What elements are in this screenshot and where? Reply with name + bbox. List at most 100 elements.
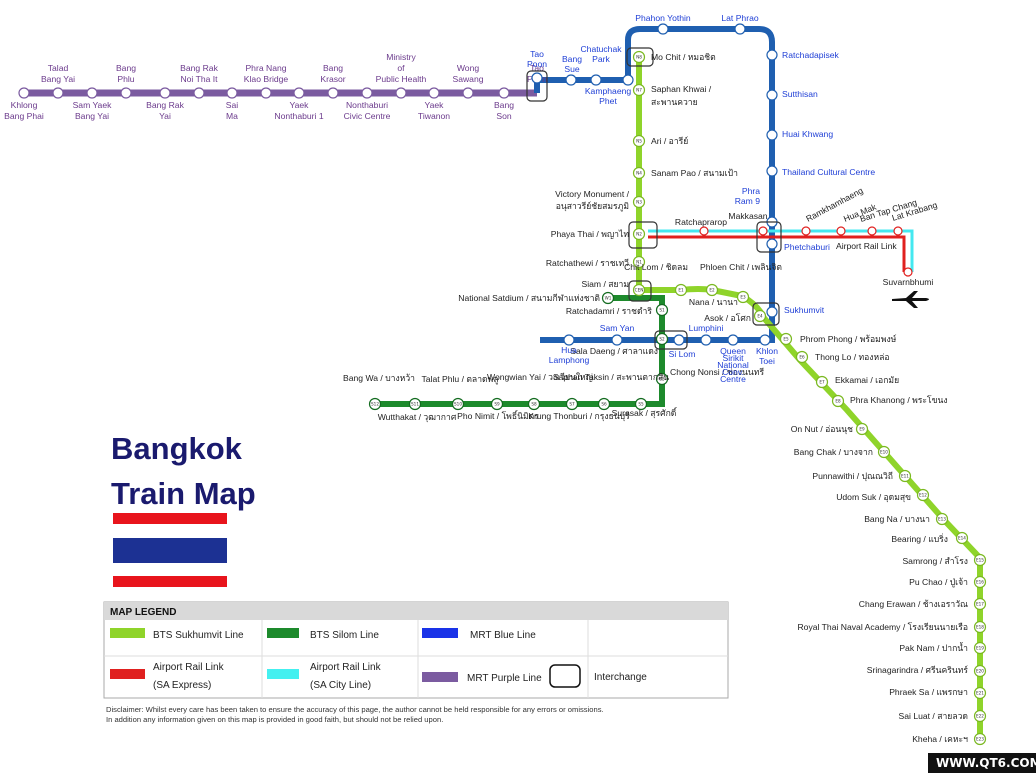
sukhumvit-station-n3-code: N3 bbox=[636, 200, 642, 205]
sukhumvit-station-n5-code: N5 bbox=[636, 139, 642, 144]
sukhumvit-station-e2-code: E2 bbox=[709, 288, 715, 293]
purple-station-label-0-1: Bang Phai bbox=[4, 111, 44, 121]
sukhumvit-station-n7-code: N7 bbox=[636, 88, 642, 93]
silom-label-3: Chong Nonsi / ช่องนนทรี bbox=[670, 367, 764, 377]
silom-station-s2 bbox=[655, 332, 669, 346]
airport-station-2 bbox=[758, 226, 768, 236]
silom-station-s3 bbox=[655, 372, 669, 386]
blue-station-2 bbox=[590, 74, 602, 86]
blue-label-1-0: Bang bbox=[562, 54, 582, 64]
silom-label-5: Saphan Taksin / สะพานตากสิน bbox=[553, 372, 669, 382]
airport-label-1: Ratchaprarop bbox=[675, 217, 727, 227]
sukhumvit-east-label-0: Chit Lom / ชิดลม bbox=[624, 262, 688, 272]
blue-label-13-1: Sirikit bbox=[722, 353, 744, 363]
sukhumvit-east-label-15: Pu Chao / ปู่เจ้า bbox=[909, 577, 968, 588]
sukhumvit-station-cen-code: CEN bbox=[635, 288, 644, 293]
sukhumvit-station-e13-code: E13 bbox=[938, 517, 946, 522]
sukhumvit-station-e12-code: E12 bbox=[919, 493, 927, 498]
sukhumvit-station-e15 bbox=[973, 553, 987, 567]
blue-label-13-3: Conv. bbox=[722, 367, 744, 377]
blue-label-15: Lumphini bbox=[689, 323, 724, 333]
blue-label-4: Phahon Yothin bbox=[635, 13, 691, 23]
legend-label-interchange: Interchange bbox=[594, 672, 647, 683]
sukhumvit-station-e5-code: E5 bbox=[783, 337, 789, 342]
purple-station-14 bbox=[498, 87, 510, 99]
sukhumvit-east-label-16: Chang Erawan / ช้างเอราวัณ bbox=[859, 599, 968, 609]
sukhumvit-station-e11-code: E11 bbox=[901, 474, 909, 479]
sukhumvit-station-n7 bbox=[632, 83, 646, 97]
blue-station-12 bbox=[766, 306, 778, 318]
sukhumvit-east-label-4: Phrom Phong / พร้อมพงษ์ bbox=[800, 334, 897, 344]
interchange-si-lom bbox=[654, 330, 688, 350]
silom-station-s2-code: S2 bbox=[659, 337, 665, 342]
legend-label-airport-express-1: Airport Rail Link bbox=[153, 662, 225, 673]
legend-swatch-blue bbox=[422, 628, 458, 638]
silom-label-11: Bang Wa / บางหว้า bbox=[343, 373, 415, 383]
blue-label-2-0: Chatuchak bbox=[580, 44, 622, 54]
legend-label-purple: MRT Purple Line bbox=[467, 673, 542, 684]
sukhumvit-station-n3 bbox=[632, 195, 646, 209]
purple-station-6 bbox=[226, 87, 238, 99]
sukhumvit-station-n5 bbox=[632, 134, 646, 148]
sukhumvit-station-e1-code: E1 bbox=[678, 288, 684, 293]
thai-flag bbox=[113, 513, 227, 587]
silom-station-s7-code: S7 bbox=[569, 402, 575, 407]
blue-station-0 bbox=[531, 72, 543, 84]
silom-station-s3-code: S3 bbox=[659, 377, 665, 382]
airplane-icon bbox=[892, 291, 929, 308]
purple-station-label-14-0: Bang bbox=[494, 100, 514, 110]
sukhumvit-label-3: Ari / อารีย์ bbox=[651, 136, 688, 146]
purple-station-label-11-1: of bbox=[397, 63, 405, 73]
airport-station-5 bbox=[867, 226, 877, 236]
sukhumvit-station-e6-code: E6 bbox=[799, 355, 805, 360]
purple-station-label-5-0: Bang Rak bbox=[180, 63, 218, 73]
sukhumvit-label-9: Siam / สยาม bbox=[581, 279, 629, 289]
blue-label-10-0: Phra bbox=[742, 186, 760, 196]
sukhumvit-east-label-6: Ekkamai / เอกมัย bbox=[835, 375, 899, 385]
blue-station-1 bbox=[565, 74, 577, 86]
sukhumvit-east-label-1: Phloen Chit / เพลินจิต bbox=[700, 262, 782, 272]
purple-station-0 bbox=[18, 87, 30, 99]
purple-station-4 bbox=[159, 87, 171, 99]
blue-station-13 bbox=[727, 334, 739, 346]
silom-station-s8 bbox=[527, 397, 541, 411]
interchange-siam bbox=[628, 280, 652, 302]
purple-station-label-3-0: Bang bbox=[116, 63, 136, 73]
sukhumvit-label-5: Victory Monument / bbox=[555, 189, 629, 199]
purple-station-2 bbox=[86, 87, 98, 99]
blue-station-9 bbox=[766, 165, 778, 177]
sukhumvit-station-n8 bbox=[632, 50, 646, 64]
sukhumvit-station-e20 bbox=[973, 664, 987, 678]
sukhumvit-station-cen bbox=[632, 283, 646, 297]
sukhumvit-station-e13 bbox=[935, 512, 949, 526]
purple-station-label-1-1: Bang Yai bbox=[41, 74, 75, 84]
sukhumvit-label-1: Saphan Khwai / bbox=[651, 84, 712, 94]
purple-station-label-9-1: Krasor bbox=[320, 74, 345, 84]
sukhumvit-station-e11 bbox=[898, 469, 912, 483]
sukhumvit-station-e14 bbox=[955, 531, 969, 545]
sukhumvit-east-label-5: Thong Lo / ทองหล่อ bbox=[815, 352, 890, 362]
sukhumvit-east-label-9: Bang Chak / บางจาก bbox=[794, 447, 873, 457]
map-title-line1: Bangkok bbox=[111, 431, 243, 466]
sukhumvit-station-e7 bbox=[815, 375, 829, 389]
airport-station-1 bbox=[699, 226, 709, 236]
blue-station-3 bbox=[622, 74, 634, 86]
purple-station-label-14-1: Son bbox=[496, 111, 512, 121]
airport-station-7 bbox=[903, 267, 913, 277]
purple-station-label-8-0: Yaek bbox=[290, 100, 310, 110]
purple-station-label-10-0: Nonthaburi bbox=[346, 100, 388, 110]
blue-label-2-1: Park bbox=[592, 54, 610, 64]
sukhumvit-east-label-20: Phraek Sa / แพรกษา bbox=[889, 687, 968, 697]
sukhumvit-station-e17-code: E17 bbox=[976, 602, 984, 607]
blue-station-18 bbox=[563, 334, 575, 346]
purple-station-label-8-1: Nonthaburi 1 bbox=[274, 111, 323, 121]
silom-station-w1-code: W1 bbox=[605, 296, 612, 301]
blue-label-13-4: Centre bbox=[720, 374, 746, 384]
blue-label-0-0: Tao bbox=[530, 49, 544, 59]
silom-station-s12-code: S12 bbox=[371, 402, 379, 407]
legend-swatch-airport-express bbox=[110, 669, 145, 679]
silom-label-10: Wutthakat / วุฒากาศ bbox=[378, 412, 457, 423]
silom-station-s11-code: S11 bbox=[411, 402, 419, 407]
